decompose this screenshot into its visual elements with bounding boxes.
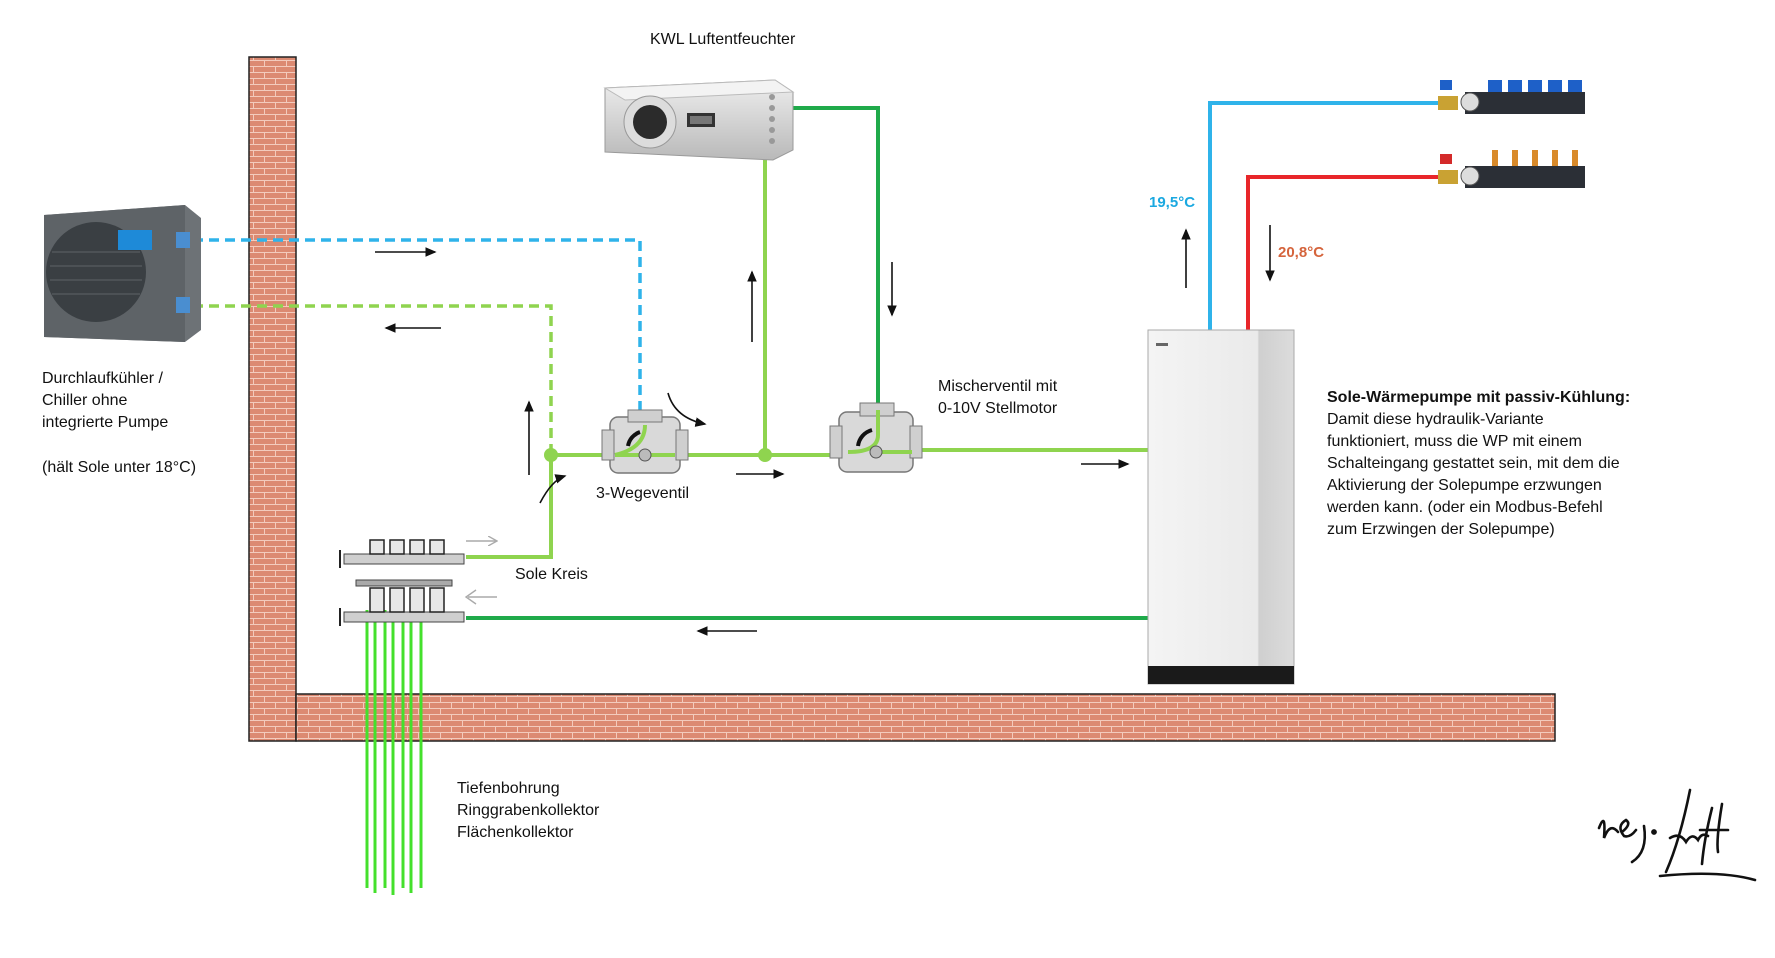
brick-floor [295, 693, 1556, 742]
three-way-valve [601, 409, 689, 474]
chiller-unit [44, 205, 201, 342]
pipe-junction [758, 448, 772, 462]
manifold-flow-arrows [464, 541, 497, 605]
heat-pump-text-line: Damit diese hydraulik-Variante [1327, 411, 1544, 428]
mixer-valve-label-line1: Mischerventil mit [938, 378, 1058, 395]
ground-collector-label-line1: Tiefenbohrung [457, 780, 560, 797]
heat-pump-text-line: funktioniert, muss die WP mit einem [1327, 433, 1582, 450]
chiller-label-line1: Durchlaufkühler / [42, 370, 163, 387]
sole-circuit-pipes [466, 160, 1148, 559]
heat-pump-title: Sole-Wärmepumpe mit passiv-Kühlung: [1327, 389, 1631, 406]
kwl-label: KWL Luftentfeuchter [650, 31, 796, 48]
heat-pump-text-line: Aktivierung der Solepumpe erzwungen [1327, 477, 1602, 494]
three-way-valve-label: 3-Wegeventil [596, 485, 690, 502]
hej-luft-signature-logo [1597, 788, 1757, 882]
brick-wall [248, 56, 297, 742]
ground-collector-label-line2: Ringgrabenkollektor [457, 802, 600, 819]
supply-temperature: 19,5°C [1149, 194, 1196, 211]
heat-pump-text-line: Schalteingang gestattet sein, mit dem di… [1327, 455, 1620, 472]
heat-pump-text-line: werden kann. (oder ein Modbus-Befehl [1327, 499, 1603, 516]
heat-pump-text-line: zum Erzwingen der Solepumpe) [1327, 521, 1555, 538]
heat-pump-unit [1147, 329, 1295, 685]
pipe-junction [544, 448, 558, 462]
floor-heating-manifold-return [1438, 150, 1585, 188]
floor-heating-manifold-supply [1438, 80, 1585, 114]
flow-arrows [375, 225, 1275, 636]
ground-manifold [339, 539, 465, 626]
ground-collector-pipes [365, 610, 423, 895]
heating-supply-pipe [1208, 101, 1438, 330]
chiller-return-pipe [193, 304, 553, 452]
mixer-valve [829, 402, 923, 473]
ground-collector-label-line3: Flächenkollektor [457, 824, 574, 841]
chiller-label-line3: integrierte Pumpe [42, 414, 169, 431]
return-temperature: 20,8°C [1278, 244, 1325, 261]
dark-green-pipes [466, 106, 1148, 620]
chiller-label-line2: Chiller ohne [42, 392, 128, 409]
kwl-dehumidifier-unit [603, 79, 795, 161]
chiller-note: (hält Sole unter 18°C) [42, 459, 197, 476]
chiller-supply-pipe [193, 238, 642, 415]
sole-circuit-label: Sole Kreis [515, 566, 588, 583]
heat-pump-description: Sole-Wärmepumpe mit passiv-Kühlung: Dami… [1327, 387, 1667, 541]
mixer-valve-label-line2: 0-10V Stellmotor [938, 400, 1058, 417]
heating-return-pipe [1246, 175, 1438, 330]
